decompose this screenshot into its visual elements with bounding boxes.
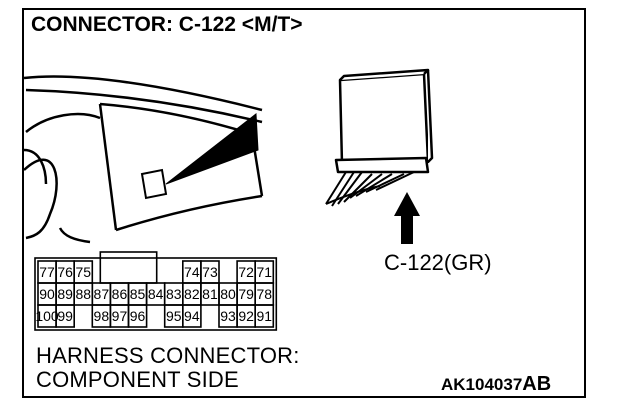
connector-shell: [34, 257, 278, 331]
pin-label: 87: [94, 286, 110, 302]
pointer-wedge: [165, 113, 259, 185]
pin-label: 89: [57, 286, 73, 302]
arrow-icon: [394, 192, 420, 244]
pin-label: 80: [220, 286, 236, 302]
pin-label: 99: [57, 308, 73, 324]
pin-label: 92: [238, 308, 254, 324]
pin-label: 82: [184, 286, 200, 302]
pin-label: 96: [130, 308, 146, 324]
pin-label: 75: [75, 264, 91, 280]
pin-label: 73: [202, 264, 218, 280]
pin-label: 98: [94, 308, 110, 324]
dashboard-illustration: [23, 75, 264, 244]
pin-label: 83: [166, 286, 182, 302]
wire-harness: [325, 171, 415, 207]
module-location-box: [140, 168, 168, 200]
view-label-line1: HARNESS CONNECTOR:: [36, 343, 300, 368]
pin-label: 88: [75, 286, 91, 302]
pin-label: 95: [166, 308, 182, 324]
pin-label: 78: [256, 286, 272, 302]
pin-label: 71: [256, 264, 272, 280]
pin-label: 93: [220, 308, 236, 324]
pin-label: 79: [238, 286, 254, 302]
pin-label: 100: [35, 308, 59, 324]
pin-label: 90: [39, 286, 55, 302]
pin-label: 94: [184, 308, 200, 324]
pin-label: 84: [148, 286, 164, 302]
pin-cell: [254, 304, 275, 328]
pin-label: 76: [57, 264, 73, 280]
figure-frame: [22, 8, 586, 398]
pin-label: 72: [238, 264, 254, 280]
pin-cell: [182, 304, 202, 328]
pin-label: 74: [184, 264, 200, 280]
pin-label: 85: [130, 286, 146, 302]
connector-component: [334, 68, 434, 174]
figure-code-main: AK104037: [441, 375, 523, 394]
pin-label: 97: [112, 308, 128, 324]
connector-key-slot: [99, 251, 158, 284]
pin-label: 86: [112, 286, 128, 302]
figure-title: CONNECTOR: C-122 <M/T>: [31, 13, 303, 36]
connector-callout: C-122(GR): [384, 250, 492, 275]
view-label-line2: COMPONENT SIDE: [36, 367, 239, 392]
pin-cell: [55, 304, 75, 328]
pin-cell: [127, 304, 148, 328]
pin-label: 81: [202, 286, 218, 302]
pin-label: 77: [39, 264, 55, 280]
pin-label: 91: [256, 308, 272, 324]
figure-code: AK104037AB: [441, 373, 551, 396]
figure-code-suffix: AB: [522, 373, 552, 395]
